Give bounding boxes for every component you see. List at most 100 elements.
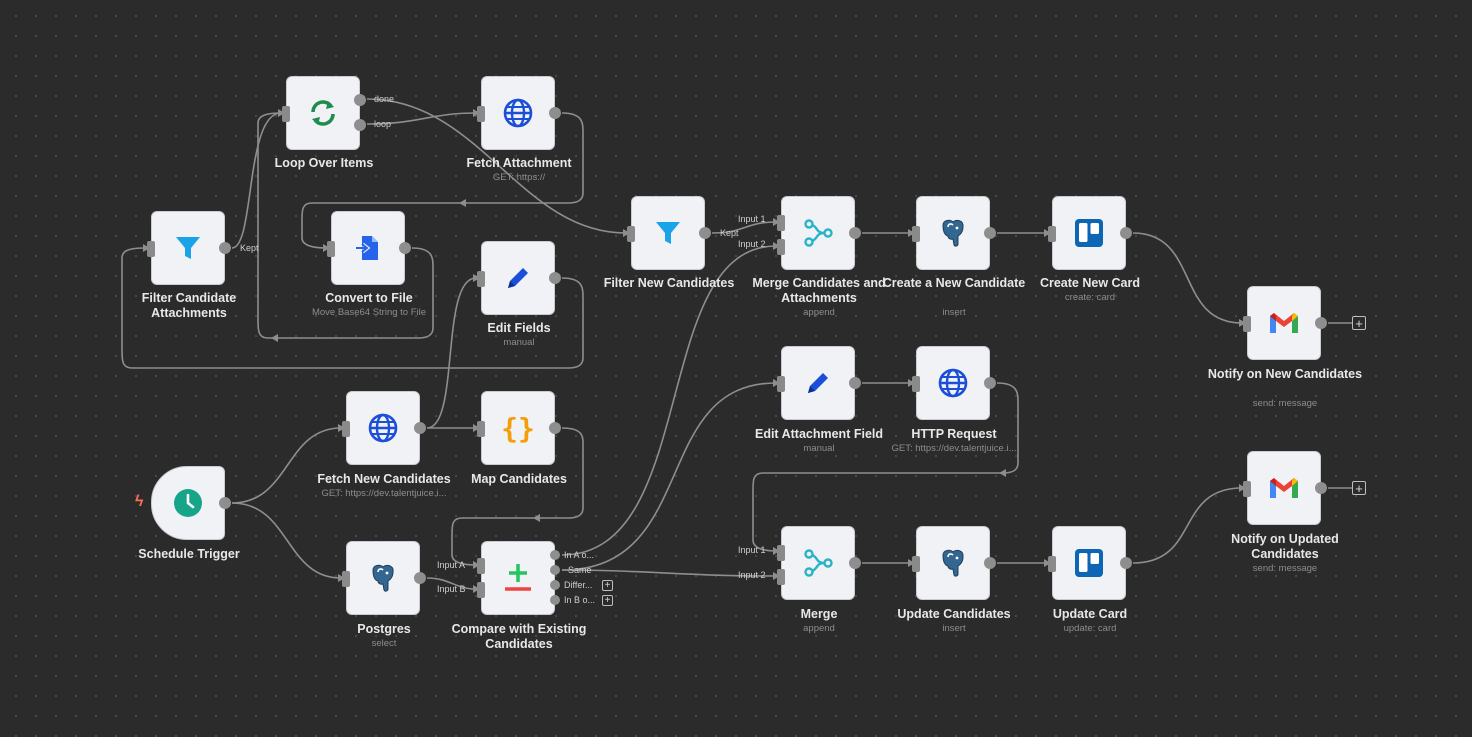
add-node-button[interactable]: +: [602, 580, 613, 591]
node-filter-candidate-attachments[interactable]: [147, 211, 231, 285]
output-handle[interactable]: [219, 497, 231, 509]
node-label: HTTP Request: [911, 427, 997, 441]
input-handle[interactable]: [912, 556, 920, 572]
output-handle[interactable]: [699, 227, 711, 239]
add-node-button[interactable]: +: [1352, 316, 1366, 330]
output-handle[interactable]: [414, 572, 426, 584]
port-label-input-b: Input B: [437, 584, 466, 594]
node-update-card[interactable]: [1048, 526, 1132, 600]
node-create-new-card[interactable]: [1048, 196, 1132, 270]
input-2-handle[interactable]: [777, 569, 785, 585]
input-a-handle[interactable]: [477, 558, 485, 574]
output-handle[interactable]: [1120, 227, 1132, 239]
node-subtitle: GET: https://: [492, 172, 546, 183]
output-done-handle[interactable]: [354, 94, 366, 106]
input-handle[interactable]: [342, 421, 350, 437]
input-handle[interactable]: [1048, 556, 1056, 572]
output-loop-handle[interactable]: [354, 119, 366, 131]
node-notify-new[interactable]: [1243, 286, 1327, 360]
node-compare-existing[interactable]: [477, 541, 560, 615]
node-edit-fields[interactable]: [477, 241, 561, 315]
merge-branch-icon: [800, 215, 836, 251]
output-handle[interactable]: [399, 242, 411, 254]
node-label: Postgres: [357, 622, 411, 636]
output-handle[interactable]: [549, 107, 561, 119]
node-subtitle: manual: [503, 337, 535, 348]
filter-funnel-icon: [170, 230, 206, 266]
output-handle[interactable]: [849, 377, 861, 389]
gmail-icon: [1266, 470, 1302, 506]
input-handle[interactable]: [477, 106, 485, 122]
output-handle[interactable]: [984, 557, 996, 569]
input-1-handle[interactable]: [777, 215, 785, 231]
node-map-candidates[interactable]: {}: [477, 391, 561, 465]
node-subtitle: append: [803, 307, 835, 318]
input-handle[interactable]: [1243, 481, 1251, 497]
input-handle[interactable]: [342, 571, 350, 587]
pencil-icon: [500, 260, 536, 296]
filter-funnel-icon: [650, 215, 686, 251]
input-handle[interactable]: [282, 106, 290, 122]
input-handle[interactable]: [912, 376, 920, 392]
output-handle[interactable]: [549, 272, 561, 284]
globe-icon: [935, 365, 971, 401]
node-filter-new-candidates[interactable]: [627, 196, 711, 270]
postgres-elephant-icon: [935, 545, 971, 581]
node-label: Fetch Attachment: [466, 156, 572, 170]
node-schedule-trigger[interactable]: [151, 466, 231, 540]
input-handle[interactable]: [777, 376, 785, 392]
add-node-button[interactable]: +: [602, 595, 613, 606]
input-2-handle[interactable]: [777, 239, 785, 255]
node-fetch-new-candidates[interactable]: [342, 391, 426, 465]
input-handle[interactable]: [327, 241, 335, 257]
input-handle[interactable]: [627, 226, 635, 242]
input-handle[interactable]: [477, 421, 485, 437]
node-subtitle: GET: https://dev.talentjuice.i...: [321, 488, 447, 499]
output-handle[interactable]: [849, 557, 861, 569]
output-handle[interactable]: [1315, 482, 1327, 494]
node-loop-over-items[interactable]: [282, 76, 366, 150]
input-handle[interactable]: [912, 226, 920, 242]
node-label: Create New Card: [1039, 276, 1141, 290]
output-same-handle[interactable]: [550, 565, 560, 575]
globe-icon: [365, 410, 401, 446]
output-handle[interactable]: [849, 227, 861, 239]
output-handle[interactable]: [984, 227, 996, 239]
input-handle[interactable]: [147, 241, 155, 257]
node-http-request[interactable]: [912, 346, 996, 420]
input-handle[interactable]: [477, 271, 485, 287]
node-merge[interactable]: [777, 526, 861, 600]
node-create-candidate[interactable]: [912, 196, 996, 270]
node-postgres[interactable]: [342, 541, 426, 615]
globe-icon: [500, 95, 536, 131]
input-1-handle[interactable]: [777, 545, 785, 561]
output-in-b-only-handle[interactable]: [550, 595, 560, 605]
port-label-in-b-only: In B o...: [564, 595, 596, 605]
node-update-candidates[interactable]: [912, 526, 996, 600]
node-notify-updated[interactable]: [1243, 451, 1327, 525]
port-label-different: Differ...: [564, 580, 593, 590]
output-handle[interactable]: [1120, 557, 1132, 569]
output-handle[interactable]: [1315, 317, 1327, 329]
node-edit-attachment-field[interactable]: [777, 346, 861, 420]
node-fetch-attachment[interactable]: [477, 76, 561, 150]
node-subtitle: send: message: [1252, 398, 1318, 409]
node-subtitle: send: message: [1252, 563, 1318, 574]
port-label-kept: Kept: [240, 243, 259, 253]
input-b-handle[interactable]: [477, 582, 485, 598]
node-merge-candidates-attachments[interactable]: [777, 196, 861, 270]
input-handle[interactable]: [1048, 226, 1056, 242]
port-label-input2: Input 2: [738, 239, 766, 249]
output-in-a-only-handle[interactable]: [550, 550, 560, 560]
output-handle[interactable]: [414, 422, 426, 434]
add-node-button[interactable]: +: [1352, 481, 1366, 495]
output-handle[interactable]: [219, 242, 231, 254]
output-handle[interactable]: [549, 422, 561, 434]
input-handle[interactable]: [1243, 316, 1251, 332]
output-handle[interactable]: [984, 377, 996, 389]
output-different-handle[interactable]: [550, 580, 560, 590]
port-label-input2: Input 2: [738, 570, 766, 580]
node-convert-to-file[interactable]: [327, 211, 411, 285]
node-subtitle: insert: [942, 307, 966, 318]
